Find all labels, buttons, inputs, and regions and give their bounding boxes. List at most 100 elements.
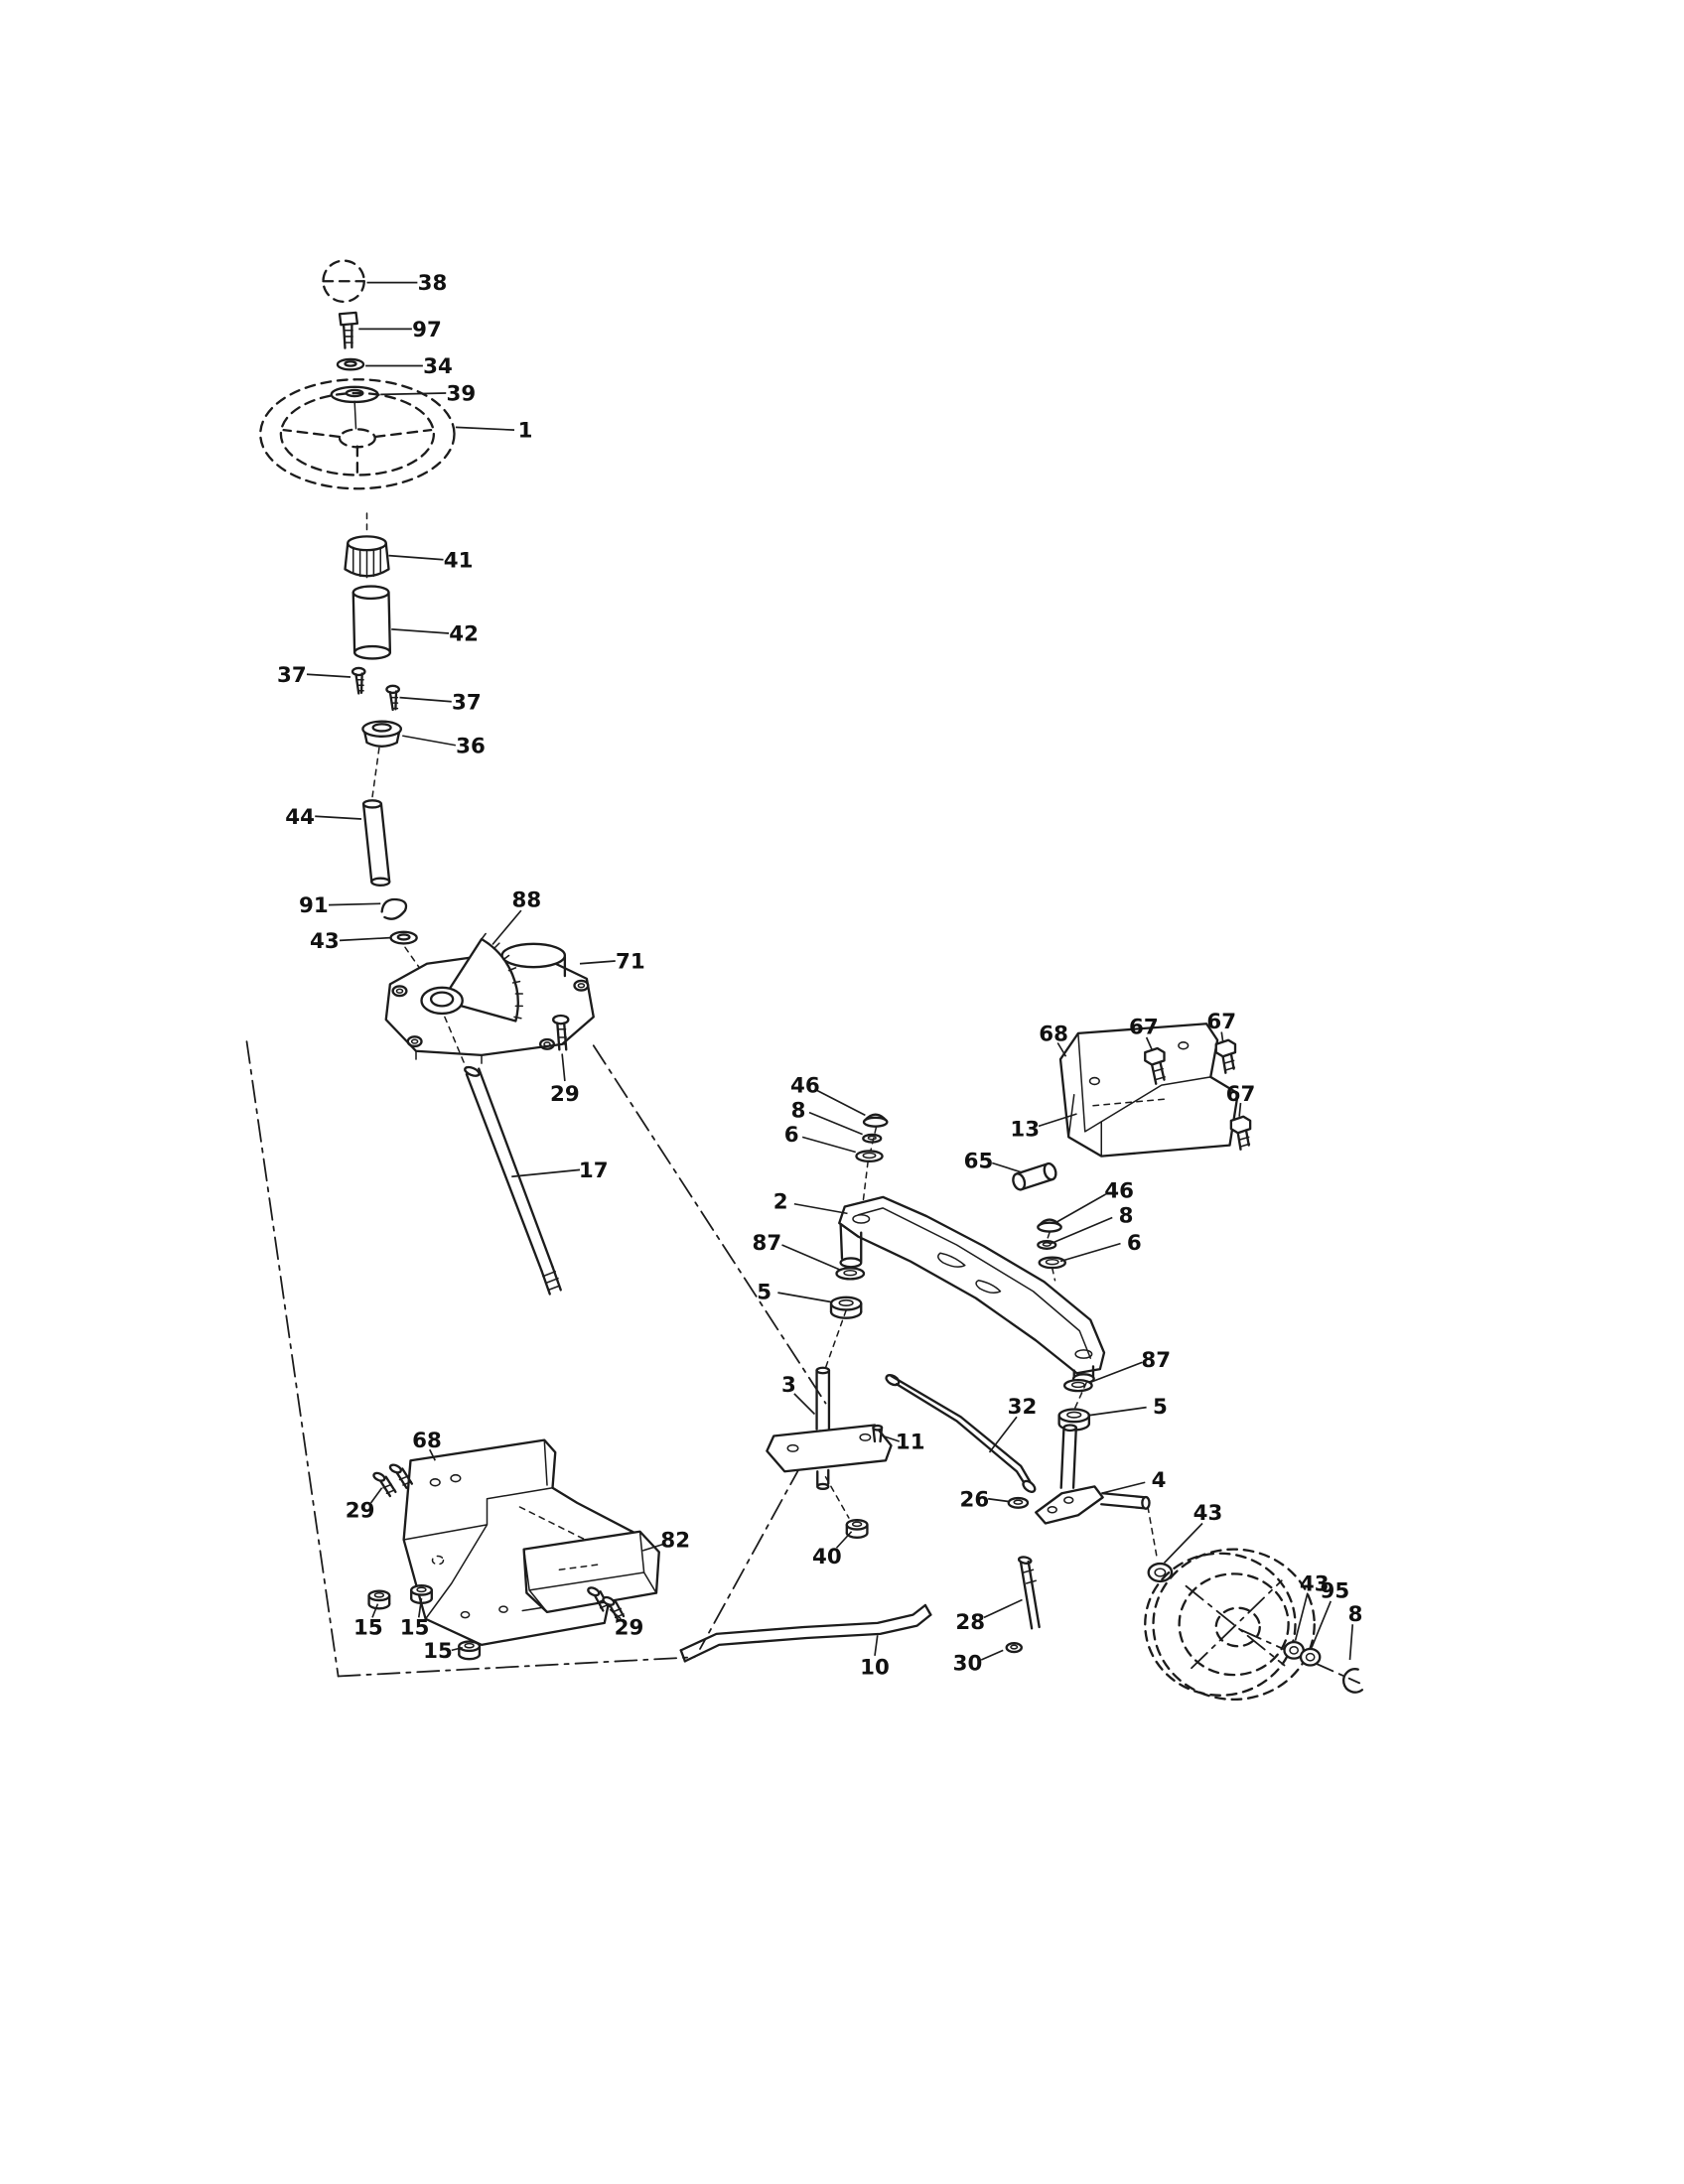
- part-washer-30: [1005, 1642, 1023, 1654]
- part-callout-28: 28: [955, 1610, 985, 1635]
- part-callout-43: 43: [310, 929, 340, 954]
- part-washer-43-upper-shape: [389, 930, 418, 945]
- part-wheel-shape: [1185, 1584, 1286, 1667]
- part-wheel-shape: [1191, 1579, 1283, 1670]
- callout-leader-39: [380, 392, 447, 396]
- part-axle-beam: [679, 1603, 932, 1663]
- part-steering-gear-assembly-shape: [391, 985, 408, 998]
- part-steering-boot-41: [344, 512, 390, 579]
- part-callout-29: 29: [615, 1616, 644, 1641]
- part-column-sleeve-42-shape: [352, 644, 392, 660]
- part-callout-68: 68: [412, 1429, 442, 1453]
- part-bushing-36: [361, 720, 403, 748]
- callout-leader-43: [339, 936, 390, 942]
- part-callout-46: 46: [790, 1074, 820, 1099]
- part-spindle-right-shape: [1059, 1427, 1077, 1489]
- part-wheel-shape: [1214, 1606, 1261, 1648]
- part-callout-91: 91: [299, 893, 329, 918]
- part-callout-4: 4: [1152, 1468, 1167, 1493]
- part-steering-gear-assembly-shape: [577, 983, 586, 989]
- callout-leader-46: [1054, 1193, 1106, 1224]
- part-wheel-shape: [1178, 1572, 1290, 1677]
- part-callout-6: 6: [1127, 1231, 1142, 1256]
- callout-leader-88: [491, 909, 522, 946]
- part-callout-67: 67: [1206, 1010, 1236, 1034]
- part-washer-43-wheel-shape: [1289, 1646, 1300, 1655]
- part-axle-beam-shape: [683, 1613, 932, 1663]
- part-nut-15-a-shape: [367, 1602, 391, 1610]
- part-callout-97: 97: [412, 318, 442, 342]
- part-callout-82: 82: [660, 1529, 690, 1554]
- part-bracket-82-shape: [522, 1530, 657, 1613]
- callout-leader-87: [1088, 1361, 1143, 1384]
- part-washer-stack-left-shape: [855, 1150, 884, 1163]
- part-callout-46: 46: [1104, 1179, 1134, 1204]
- callout-leader-43: [1163, 1522, 1203, 1564]
- part-bolt-97-shape: [344, 329, 353, 343]
- part-axle-beam-shape: [679, 1603, 927, 1652]
- part-callout-43: 43: [1193, 1501, 1223, 1526]
- part-washer-87-right: [1062, 1378, 1093, 1393]
- callout-leader-67: [1145, 1036, 1153, 1050]
- part-axle-support-bar-shape: [975, 1279, 1002, 1295]
- part-washer-30-shape: [1010, 1644, 1019, 1650]
- part-steering-gear-assembly-shape: [410, 1038, 419, 1044]
- part-steering-wheel-shape: [353, 400, 357, 430]
- part-bearing-5-right-shape: [1057, 1408, 1091, 1424]
- callout-leader-29: [369, 1487, 383, 1504]
- part-steering-shaft-17-shape: [444, 1016, 468, 1070]
- part-column-sleeve-42-shape: [351, 591, 392, 654]
- part-spindle-right-shape: [1100, 1492, 1148, 1510]
- part-washer-stack-right-shape: [1045, 1258, 1059, 1266]
- callout-leader-15: [371, 1603, 379, 1618]
- part-callout-87: 87: [1141, 1348, 1171, 1373]
- axis-boundary-lines-shape: [592, 1044, 827, 1405]
- part-nut-40-shape: [851, 1521, 863, 1528]
- part-frame-bracket-left-shape: [450, 1473, 462, 1483]
- part-bolt-29-left-a: [372, 1471, 397, 1498]
- part-nut-15-c-shape: [464, 1642, 475, 1649]
- part-bolt-67-a: [1144, 1046, 1166, 1085]
- part-nut-40: [824, 1475, 869, 1539]
- part-wheel-shape: [1144, 1552, 1297, 1697]
- part-nut-15-b-shape: [416, 1586, 427, 1593]
- callout-leader-28: [983, 1598, 1023, 1619]
- callout-leader-8: [1051, 1216, 1113, 1245]
- part-cap: [322, 259, 365, 304]
- part-spindle-right-shape: [1063, 1496, 1074, 1504]
- part-bearing-5-right-shape: [1057, 1414, 1091, 1426]
- callout-leader-65: [991, 1161, 1023, 1173]
- part-screw-37-right: [385, 684, 400, 712]
- callout-leader-8: [1348, 1624, 1354, 1661]
- part-nut-15-a: [367, 1589, 391, 1610]
- part-retainer-clip-8: [1341, 1668, 1364, 1694]
- part-callout-88: 88: [512, 888, 542, 913]
- part-steering-wheel-shape: [282, 428, 433, 474]
- axis-line: [371, 747, 380, 798]
- part-bolt-29-right-b: [602, 1595, 626, 1622]
- part-callout-32: 32: [1008, 1395, 1038, 1420]
- part-bolt-29-gear-shape: [557, 1027, 568, 1045]
- part-washer-95-shape: [1305, 1652, 1316, 1662]
- callout-leader-26: [988, 1497, 1009, 1503]
- part-nut-40-shape: [845, 1519, 869, 1531]
- part-callout-26: 26: [960, 1487, 990, 1512]
- part-callout-5: 5: [757, 1280, 772, 1304]
- part-callout-37: 37: [452, 690, 482, 715]
- part-bolt-97-shape: [338, 311, 359, 327]
- part-retainer-clip-8-shape: [1341, 1668, 1364, 1694]
- part-washer-87-right-shape: [1062, 1378, 1093, 1393]
- callout-leader-82: [642, 1543, 665, 1552]
- callout-leader-29: [609, 1608, 622, 1620]
- part-eyelet-26-shape: [1007, 1496, 1030, 1509]
- part-axle-bracket-right-shape: [1088, 1076, 1100, 1086]
- part-spindle-right-shape: [1035, 1485, 1104, 1525]
- part-spindle-left: [766, 1309, 893, 1491]
- part-bearing-5-left: [829, 1296, 863, 1319]
- part-bolt-29-gear-shape: [552, 1014, 570, 1025]
- part-bolt-97: [338, 311, 359, 349]
- callout-leader-30: [980, 1649, 1004, 1661]
- part-callout-11: 11: [896, 1431, 925, 1455]
- part-callout-37: 37: [277, 663, 307, 688]
- part-spacer-65-shape: [1012, 1172, 1027, 1191]
